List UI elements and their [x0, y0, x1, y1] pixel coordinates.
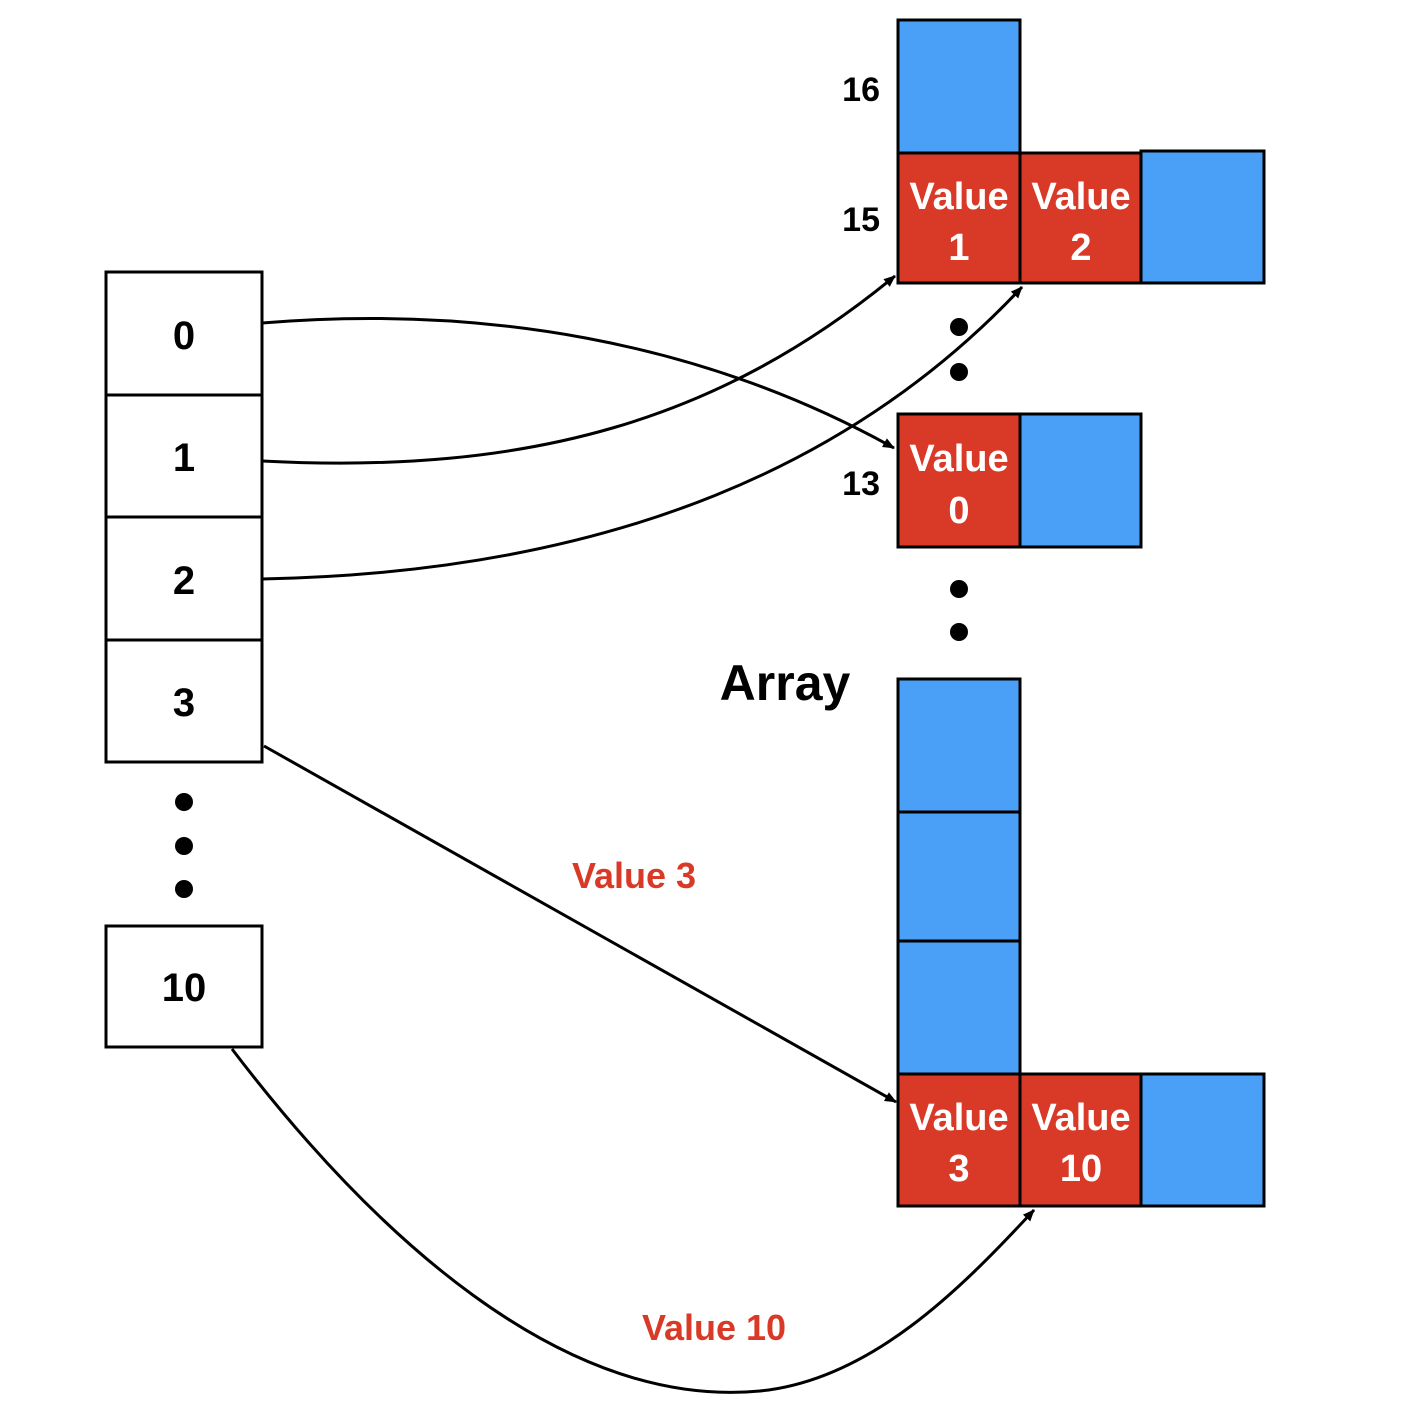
row-label-13: 13	[842, 465, 880, 503]
value-cell-2-number: 2	[1070, 227, 1091, 269]
value-cell-3-number: 3	[948, 1148, 969, 1190]
value-cell-1-word: Value	[909, 176, 1008, 218]
empty-cell	[896, 18, 1022, 155]
empty-cell	[896, 810, 1022, 943]
index-slot-1	[104, 393, 264, 519]
index-slot-0	[104, 270, 264, 397]
empty-cell	[896, 939, 1022, 1076]
index-label-2: 2	[173, 559, 195, 603]
value-cell-10-word: Value	[1031, 1097, 1130, 1139]
ellipsis-dot	[950, 623, 968, 641]
ellipsis-dot	[175, 880, 193, 898]
value-cell-1-number: 1	[948, 227, 969, 269]
ellipsis-dot	[175, 793, 193, 811]
empty-cell	[1139, 149, 1266, 285]
value-cell-3	[896, 1072, 1022, 1208]
value-cell-10	[1018, 1072, 1143, 1208]
arrow-1-to-value-1	[261, 274, 896, 465]
ellipsis-dot	[950, 580, 968, 598]
index-label-3: 3	[173, 681, 195, 725]
row-label-15: 15	[842, 201, 880, 239]
row-label-16: 16	[842, 71, 880, 109]
array-buckets: Value 1 Value 2 Value 0 Value 3 Value 10…	[720, 18, 1266, 1208]
edge-label-value-3: Value 3	[572, 855, 696, 896]
edge-label-value-10: Value 10	[642, 1307, 786, 1348]
value-cell-0-number: 0	[948, 490, 969, 532]
ellipsis-dot	[950, 363, 968, 381]
arrow-10-to-value-10	[230, 1048, 1036, 1394]
value-cell-0-word: Value	[909, 438, 1008, 480]
pointer-arrows	[230, 274, 1036, 1394]
arrow-2-to-value-2	[261, 285, 1024, 581]
index-label-1: 1	[173, 436, 195, 480]
arrow-0-to-value-0	[261, 317, 895, 450]
arrow-3-to-value-3	[263, 744, 897, 1104]
ellipsis-dot	[175, 837, 193, 855]
index-label-10: 10	[162, 966, 207, 1010]
empty-cell	[1018, 412, 1143, 549]
value-cell-0	[896, 412, 1022, 549]
empty-cell	[896, 677, 1022, 814]
value-cell-2-word: Value	[1031, 176, 1130, 218]
index-label-0: 0	[173, 314, 195, 358]
index-slot-3	[104, 638, 264, 764]
ellipsis-dot	[950, 318, 968, 336]
value-cell-3-word: Value	[909, 1097, 1008, 1139]
value-cell-1	[896, 151, 1022, 285]
empty-cell	[1139, 1072, 1266, 1208]
index-slot-10	[104, 924, 264, 1049]
value-cell-10-number: 10	[1060, 1148, 1102, 1190]
index-column: 0 1 2 3 10	[104, 270, 264, 1049]
array-title: Array	[720, 655, 851, 711]
value-cell-2	[1018, 151, 1143, 285]
